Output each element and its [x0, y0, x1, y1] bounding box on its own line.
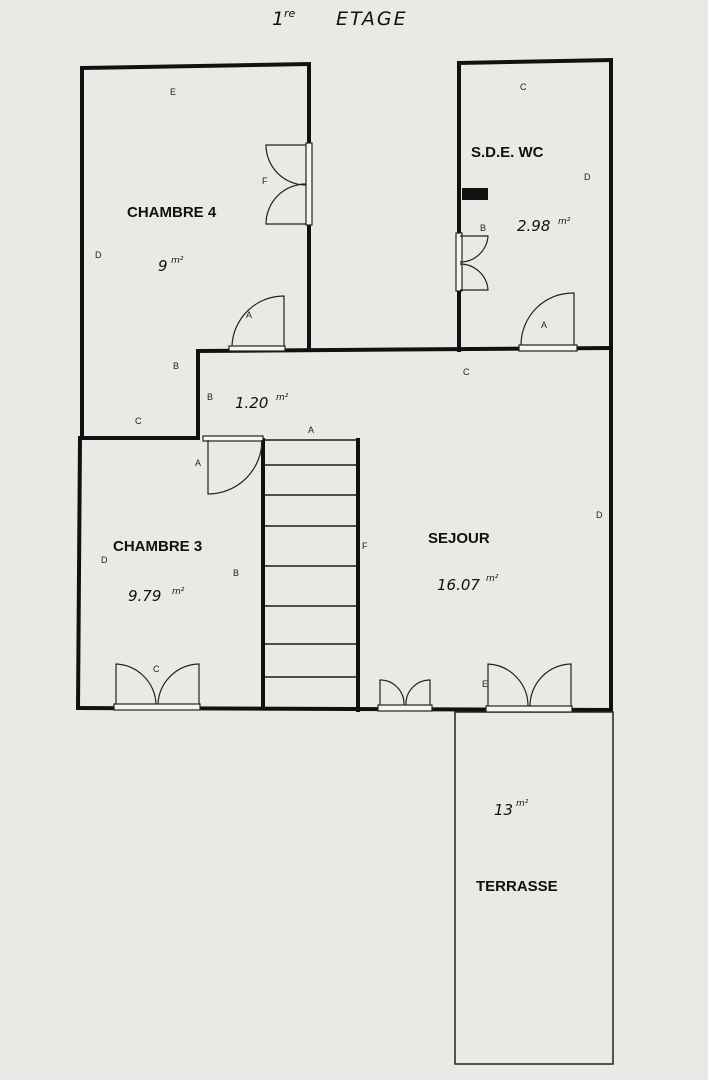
marker-ch4-door-side: F	[262, 176, 268, 186]
plan-title-etage: ETAGE	[336, 8, 408, 30]
marker-sde-right: D	[584, 172, 591, 182]
door-chambre4-closet	[265, 142, 313, 226]
area-chambre3: 9.79	[128, 587, 161, 605]
door-sde	[518, 292, 578, 352]
marker-ch4-door: A	[246, 310, 252, 320]
marker-sejour-right: D	[596, 510, 603, 520]
area-sejour: 16.07	[437, 576, 480, 594]
marker-sde-left: B	[480, 223, 486, 233]
marker-ch3-door: A	[195, 458, 201, 468]
marker-ch4-bottom-c: C	[135, 416, 142, 426]
walls	[75, 57, 614, 713]
door-chambre4	[228, 295, 286, 352]
marker-sejour-bottom: E	[482, 679, 488, 689]
marker-ch4-left: D	[95, 250, 102, 260]
marker-deg-left: B	[207, 392, 213, 402]
area-unit-chambre3: m²	[172, 587, 185, 597]
area-degagement: 1.20	[235, 394, 268, 412]
room-name-chambre3: CHAMBRE 3	[113, 538, 202, 555]
area-chambre4: 9	[158, 257, 168, 275]
marker-ch3-bottom: C	[153, 664, 160, 674]
door-sejour-small	[377, 679, 433, 712]
marker-sde-door: A	[541, 320, 547, 330]
area-unit-terrasse: m²	[516, 799, 529, 809]
area-sde: 2.98	[517, 217, 550, 235]
marker-ch4-top: E	[170, 87, 176, 97]
marker-sejour-left: F	[362, 541, 368, 551]
plan-title-number: 1	[272, 8, 286, 30]
door-sejour-terrasse	[485, 663, 573, 713]
wall-markers: E F D A B C C D B A B C A A D B C F D E	[95, 82, 603, 689]
marker-deg-stair: A	[308, 425, 314, 435]
marker-sde-top: C	[520, 82, 527, 92]
room-name-terrasse: TERRASSE	[476, 878, 558, 895]
marker-deg-top: C	[463, 367, 470, 377]
door-chambre3	[202, 435, 264, 495]
sde-fixture	[462, 188, 488, 200]
door-sde-closet	[455, 232, 489, 292]
area-unit-chambre4: m²	[171, 256, 184, 266]
room-name-sejour: SEJOUR	[428, 530, 490, 547]
area-terrasse: 13	[494, 801, 513, 819]
room-name-sde: S.D.E. WC	[471, 144, 544, 161]
marker-ch4-bottom-b: B	[173, 361, 179, 371]
plan-title-sup: re	[284, 7, 296, 20]
marker-ch3-right: B	[233, 568, 239, 578]
area-unit-degagement: m²	[276, 393, 289, 403]
room-name-chambre4: CHAMBRE 4	[127, 204, 217, 221]
staircase	[265, 439, 356, 678]
marker-ch3-left: D	[101, 555, 108, 565]
area-unit-sde: m²	[558, 217, 571, 227]
door-chambre3-window	[113, 663, 201, 711]
area-unit-sejour: m²	[486, 574, 499, 584]
